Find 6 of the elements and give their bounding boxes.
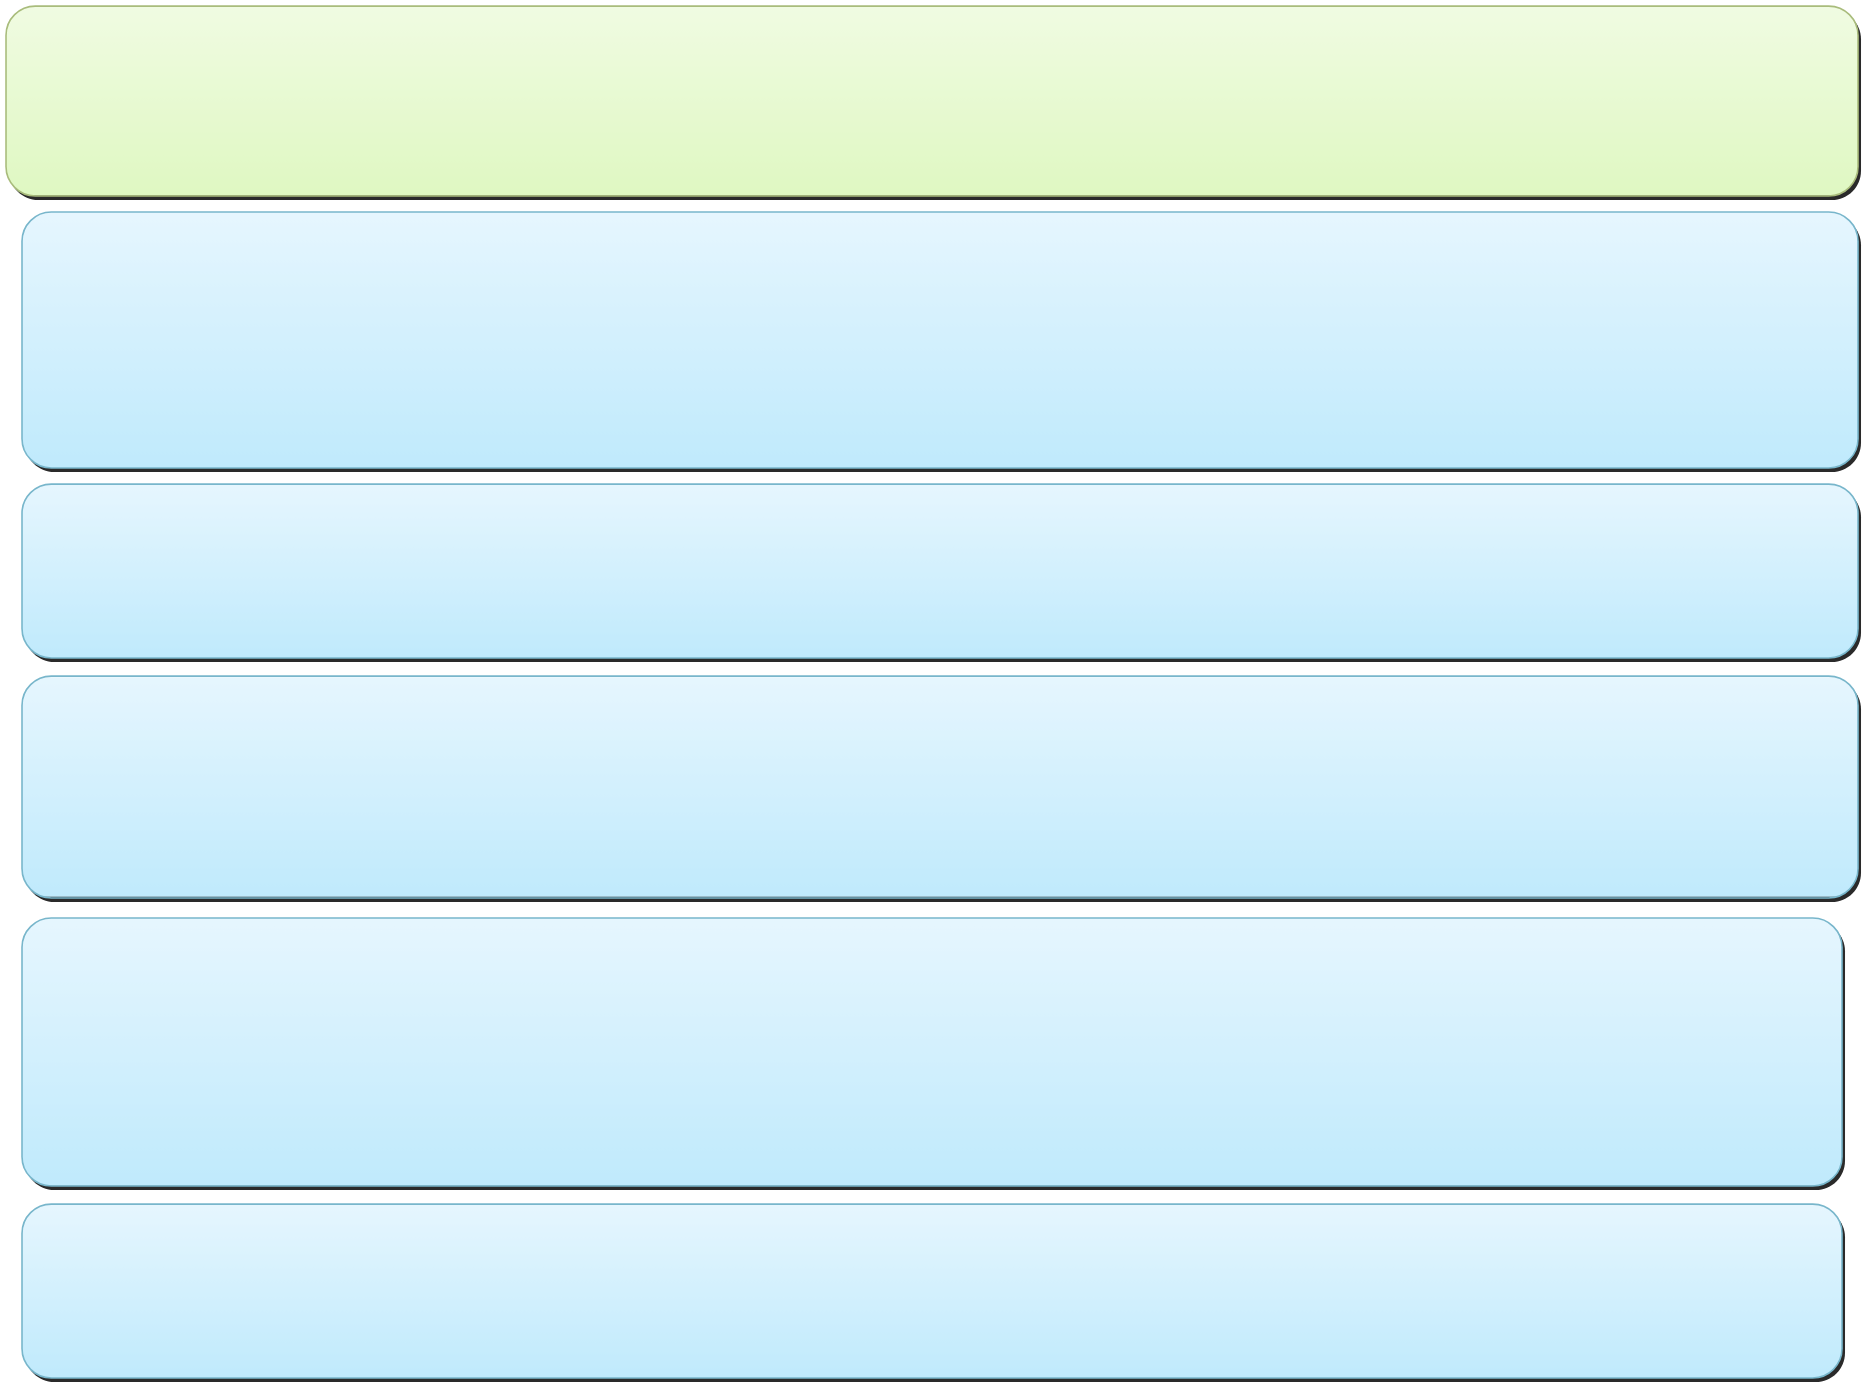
rounded-box (21, 211, 1861, 472)
rounded-box (21, 675, 1861, 902)
rounded-box (21, 1203, 1845, 1382)
rounded-box (21, 917, 1845, 1190)
rounded-box (21, 483, 1861, 662)
rounded-box (5, 5, 1861, 200)
